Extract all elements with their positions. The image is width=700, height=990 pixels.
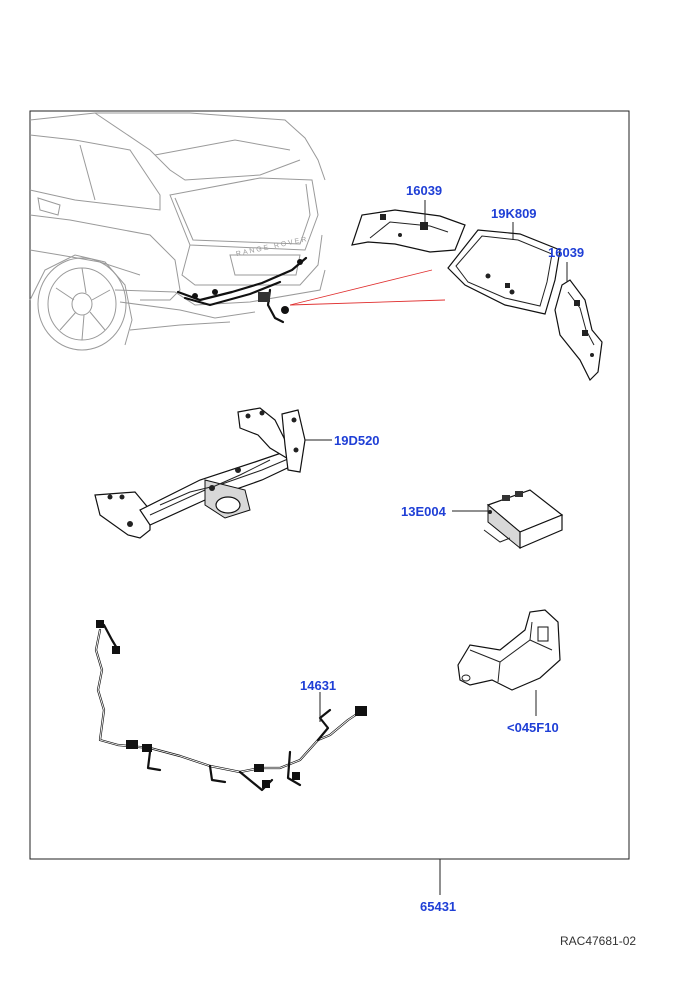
- bracket-right-part: [554, 279, 603, 382]
- callout-control-module: 13E004: [401, 504, 447, 519]
- callout-bracket-left: 16039: [406, 183, 442, 198]
- bracket-left-part: [351, 209, 466, 253]
- vehicle-rear-illustration: RANGE ROVER: [29, 112, 326, 351]
- wiring-harness-part: [94, 620, 367, 792]
- callout-kit: 65431: [420, 899, 456, 914]
- installed-tow-bar: [176, 256, 308, 324]
- tow-bar-part: [94, 407, 306, 539]
- cover-part: [457, 609, 561, 691]
- diagram-frame: [29, 110, 630, 860]
- indicator-lines: [289, 269, 446, 306]
- trim-panel-part: [447, 229, 561, 315]
- callout-wiring-harness: 14631: [300, 678, 336, 693]
- control-module-part: [483, 489, 564, 550]
- callout-cover: <045F10: [507, 720, 559, 735]
- callout-bracket-right: 16039: [548, 245, 584, 260]
- callout-trim-panel: 19K809: [491, 206, 537, 221]
- callout-tow-bar: 19D520: [334, 433, 380, 448]
- reference-code: RAC47681-02: [560, 934, 636, 948]
